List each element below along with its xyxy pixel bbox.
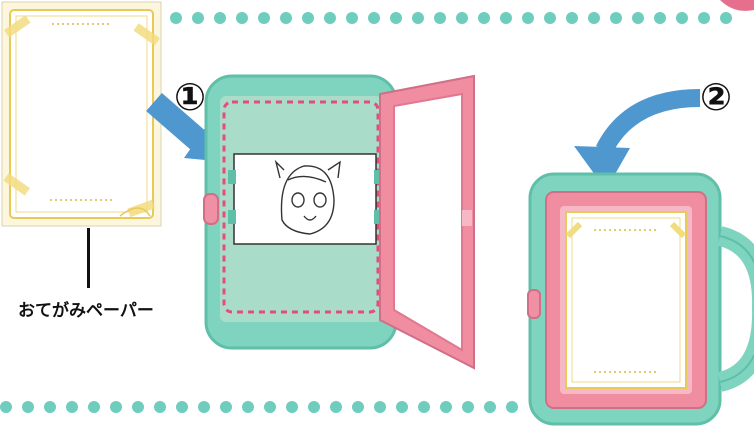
border-dot bbox=[676, 12, 688, 24]
border-dot bbox=[308, 401, 320, 413]
border-dot bbox=[418, 401, 430, 413]
border-dot bbox=[264, 401, 276, 413]
border-dot bbox=[66, 401, 78, 413]
border-dot bbox=[544, 12, 556, 24]
border-dot bbox=[434, 12, 446, 24]
border-dot bbox=[588, 12, 600, 24]
corner-decoration bbox=[720, 0, 754, 11]
border-dot bbox=[132, 401, 144, 413]
border-dot bbox=[258, 12, 270, 24]
border-dot bbox=[242, 401, 254, 413]
curved-arrow-down-left-icon bbox=[574, 89, 701, 190]
border-dot bbox=[154, 401, 166, 413]
border-dot bbox=[698, 12, 710, 24]
top-dot-border bbox=[0, 10, 754, 26]
bottom-dot-border bbox=[0, 399, 754, 415]
border-dot bbox=[500, 12, 512, 24]
border-dot bbox=[484, 401, 496, 413]
border-dot bbox=[610, 12, 622, 24]
border-dot bbox=[346, 12, 358, 24]
border-dot bbox=[396, 401, 408, 413]
border-dot bbox=[88, 401, 100, 413]
border-dot bbox=[22, 401, 34, 413]
border-dot bbox=[324, 12, 336, 24]
letter-paper bbox=[0, 0, 163, 228]
drawing-board-closed bbox=[527, 172, 754, 426]
border-dot bbox=[198, 401, 210, 413]
border-dot bbox=[0, 401, 12, 413]
border-dot bbox=[412, 12, 424, 24]
border-dot bbox=[192, 12, 204, 24]
border-dot bbox=[176, 401, 188, 413]
border-dot bbox=[506, 401, 518, 413]
border-dot bbox=[462, 401, 474, 413]
border-dot bbox=[390, 12, 402, 24]
caption-leader-line bbox=[87, 228, 90, 288]
border-dot bbox=[44, 401, 56, 413]
border-dot bbox=[374, 401, 386, 413]
border-dot bbox=[632, 12, 644, 24]
paper-caption: おてがみペーパー bbox=[18, 301, 154, 321]
border-dot bbox=[522, 12, 534, 24]
border-dot bbox=[110, 401, 122, 413]
border-dot bbox=[286, 401, 298, 413]
border-dot bbox=[280, 12, 292, 24]
border-dot bbox=[236, 12, 248, 24]
drawing-board-open bbox=[203, 74, 475, 370]
border-dot bbox=[170, 12, 182, 24]
border-dot bbox=[352, 401, 364, 413]
character-sketch bbox=[274, 159, 341, 235]
border-dot bbox=[456, 12, 468, 24]
border-dot bbox=[440, 401, 452, 413]
border-dot bbox=[566, 12, 578, 24]
border-dot bbox=[478, 12, 490, 24]
border-dot bbox=[720, 12, 732, 24]
border-dot bbox=[368, 12, 380, 24]
border-dot bbox=[330, 401, 342, 413]
border-dot bbox=[654, 12, 666, 24]
border-dot bbox=[302, 12, 314, 24]
border-dot bbox=[220, 401, 232, 413]
border-dot bbox=[214, 12, 226, 24]
step-2-badge: ② bbox=[700, 75, 733, 119]
